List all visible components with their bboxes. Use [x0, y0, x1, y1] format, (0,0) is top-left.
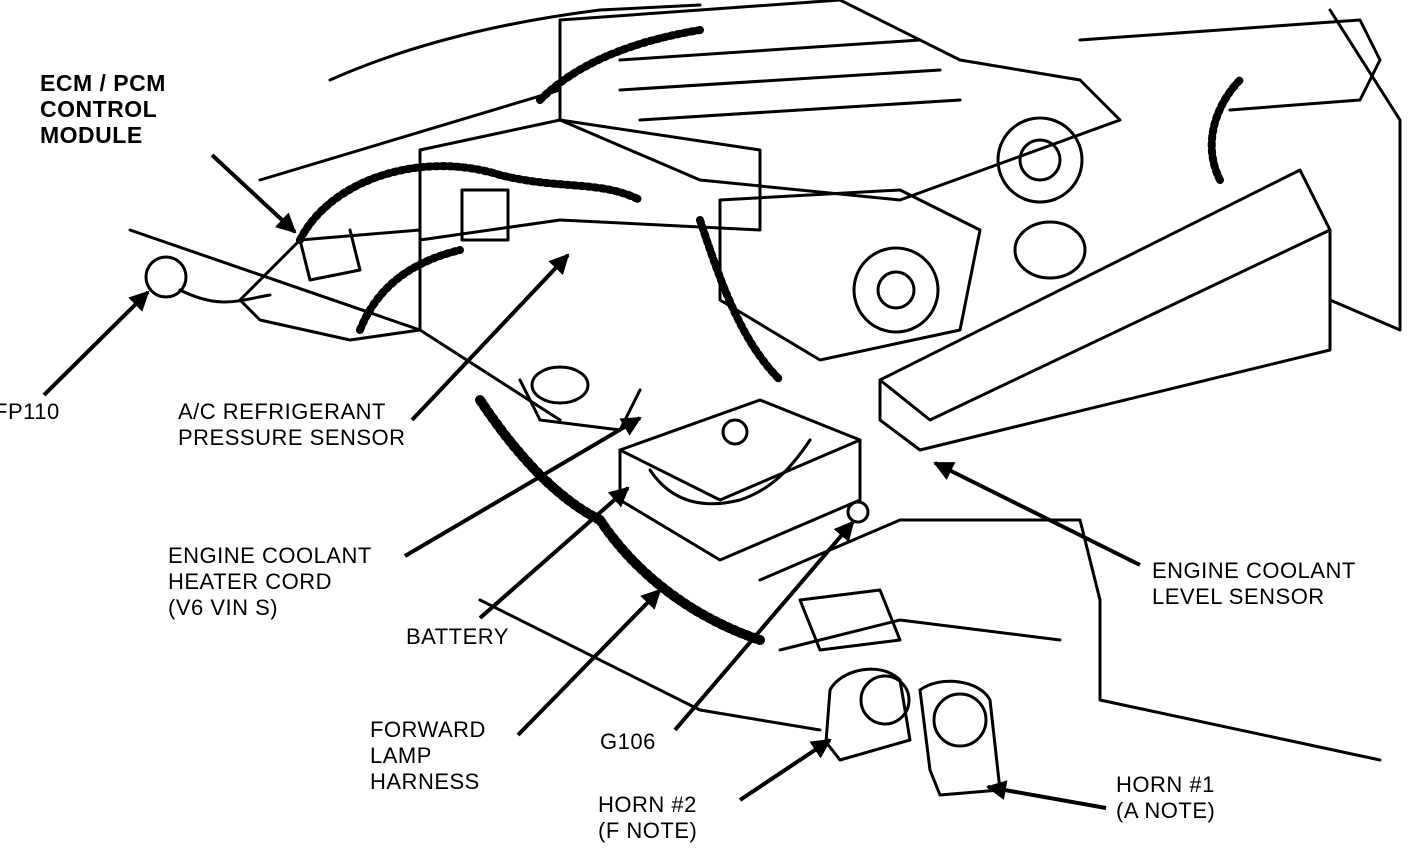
battery-cable	[648, 438, 812, 506]
arrow-ac	[410, 253, 570, 422]
coolant-level-label: ENGINE COOLANT LEVEL SENSOR	[1152, 558, 1356, 610]
ac-label-line1: A/C REFRIGERANT	[178, 399, 386, 424]
arrow-forward-lamp	[516, 588, 662, 737]
coolant-reservoir-cap	[530, 365, 590, 405]
horn2-label-line2: (F NOTE)	[598, 818, 698, 843]
ecm-label-line1: ECM / PCM	[40, 70, 166, 96]
horn-2	[824, 667, 912, 762]
horn-2-bell	[859, 674, 911, 726]
harness-right	[1207, 76, 1244, 184]
battery-top-edge	[618, 438, 862, 502]
intake-manifold	[558, 0, 1122, 202]
forward-label-line3: HARNESS	[370, 769, 480, 794]
harness-lamp	[595, 515, 765, 645]
lower-body-line	[478, 598, 822, 732]
heater-label-line3: (V6 VIN S)	[168, 595, 279, 620]
horn-1-bell	[932, 692, 988, 748]
relay-box	[460, 188, 510, 242]
battery-label-line1: BATTERY	[406, 624, 509, 649]
engine-front	[718, 188, 982, 362]
fp110-connector	[144, 255, 188, 299]
forward-label-line2: LAMP	[370, 743, 432, 768]
fender-line-left	[128, 228, 562, 422]
body-edge-right	[1328, 8, 1402, 332]
pulley-right	[996, 116, 1084, 204]
heater-label-line1: ENGINE COOLANT	[168, 543, 372, 568]
harness-left	[356, 246, 464, 334]
g106-ground	[846, 500, 870, 524]
pulley-right-hub	[1018, 138, 1062, 182]
g106-label: G106	[600, 729, 656, 755]
horn2-label-line1: HORN #2	[598, 792, 697, 817]
ecm-connector	[298, 228, 362, 282]
forward-lamp-label: FORWARD LAMP HARNESS	[370, 717, 486, 795]
harness-center	[696, 216, 784, 384]
thermostat-housing	[1013, 220, 1087, 280]
front-crossmember	[758, 518, 1382, 762]
arrow-horn1	[986, 780, 1107, 810]
arrow-ecm	[210, 153, 297, 234]
pulley-large	[852, 246, 940, 334]
ecm-label: ECM / PCM CONTROL MODULE	[40, 70, 166, 148]
horn1-label-line2: (A NOTE)	[1116, 798, 1216, 823]
coolant-reservoir	[518, 378, 642, 432]
arrow-fp110	[42, 290, 150, 397]
heater-cord-label: ENGINE COOLANT HEATER CORD (V6 VIN S)	[168, 543, 372, 621]
fp110-label-line1: FP110	[0, 399, 60, 424]
arrow-battery	[478, 486, 630, 620]
ecm-label-line2: CONTROL	[40, 96, 158, 122]
pulley-large-hub	[876, 270, 916, 310]
fender-line-upper	[258, 88, 562, 182]
arrow-coolant-level	[933, 461, 1141, 567]
ac-sensor-label: A/C REFRIGERANT PRESSURE SENSOR	[178, 399, 406, 451]
horn1-label: HORN #1 (A NOTE)	[1116, 772, 1215, 824]
ac-label-line2: PRESSURE SENSOR	[178, 425, 406, 450]
horn1-label-line1: HORN #1	[1116, 772, 1215, 797]
ecm-label-line3: MODULE	[40, 122, 143, 148]
harness-upper	[296, 162, 644, 244]
lamp-connector	[798, 588, 902, 652]
arrow-heater	[403, 416, 642, 558]
radiator-top	[878, 228, 1332, 422]
coolant-level-line2: LEVEL SENSOR	[1152, 584, 1325, 609]
fp110-label: FP110	[0, 399, 60, 425]
heater-label-line2: HEATER CORD	[168, 569, 332, 594]
radiator-support	[1078, 18, 1382, 112]
fp110-wire	[178, 288, 272, 304]
horn2-label: HORN #2 (F NOTE)	[598, 792, 697, 844]
harness-top	[536, 26, 704, 104]
arrow-g106	[673, 520, 855, 732]
radiator	[878, 168, 1332, 452]
battery-terminal	[721, 418, 749, 446]
g106-label-line1: G106	[600, 729, 656, 754]
coolant-level-line1: ENGINE COOLANT	[1152, 558, 1356, 583]
crossmember-lower	[778, 618, 1062, 652]
horn-1	[918, 679, 1002, 797]
arrow-horn2	[738, 738, 832, 802]
intake-ribs	[618, 38, 962, 122]
hood-outline	[328, 3, 702, 82]
battery-label: BATTERY	[406, 624, 509, 650]
forward-label-line1: FORWARD	[370, 717, 486, 742]
